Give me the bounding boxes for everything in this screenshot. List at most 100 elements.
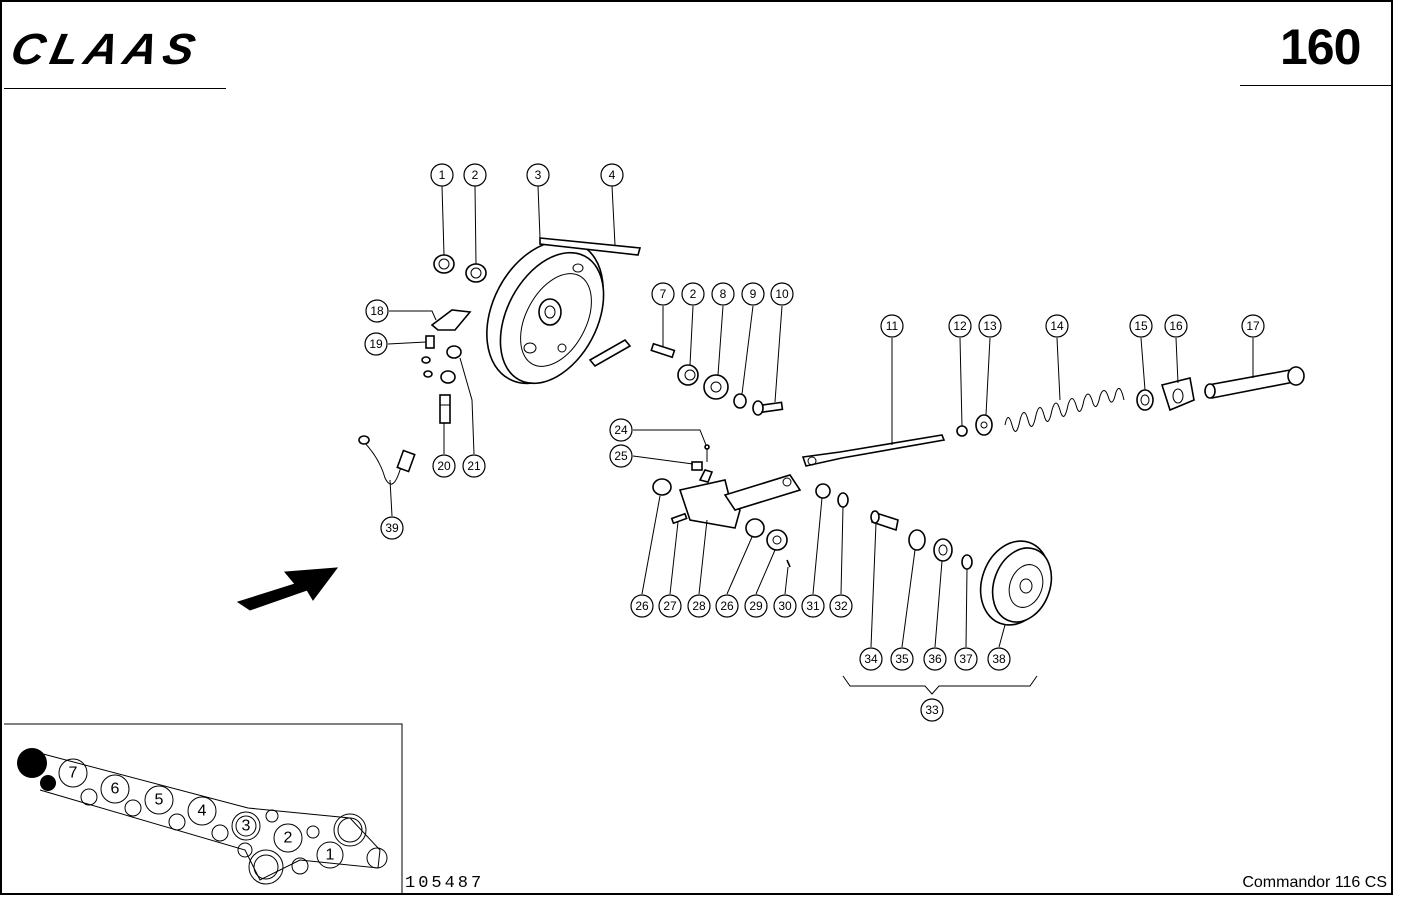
part-spacer-8 [703,374,729,400]
callout-label: 28 [692,599,706,613]
inset-idler [366,847,388,869]
callout-8: 8 [711,282,735,306]
callout-36: 36 [923,647,947,671]
callout-label: 21 [467,459,481,473]
callout-3: 3 [526,163,550,187]
part-bushing-2 [465,263,487,283]
inset-border [4,723,403,895]
callout-14: 14 [1045,314,1069,338]
callout-31: 31 [801,594,825,618]
inset-pulley-main [333,813,367,847]
callout-16: 16 [1164,314,1188,338]
part-bracket-18 [430,309,472,331]
inset-idler [80,788,98,806]
part-bearing-36 [933,538,953,562]
inset-pulley-small [40,775,56,791]
callout-label: 16 [1169,319,1183,333]
part-pulley-3 [486,239,605,385]
part-screw-19 [421,335,435,378]
callout-label: 31 [806,599,820,613]
part-tensioner-arm-28 [678,469,802,529]
part-plate-16 [1160,377,1195,412]
part-bushing-2b [677,364,699,386]
callout-13: 13 [978,314,1002,338]
callout-label: 37 [959,652,973,666]
part-spring-14 [1004,387,1125,432]
inset-label-2: 2 [284,830,293,847]
callout-label: 18 [370,304,384,318]
part-washer-32 [837,492,849,508]
callout-25: 25 [609,444,633,468]
callout-2b: 2 [681,282,705,306]
callout-27: 27 [658,594,682,618]
part-washer-9 [733,393,747,409]
callout-1: 1 [430,163,454,187]
logo-underline [4,88,226,89]
inset-pulley-5 [144,785,174,815]
callout-label: 3 [535,168,542,182]
inset-pulley-drive [17,748,47,778]
callout-label: 13 [983,319,997,333]
callout-label: 27 [663,599,677,613]
inset-idler [291,857,309,875]
callout-label: 10 [775,287,789,301]
inset-label-1: 1 [326,847,335,864]
part-bushing-26b [745,518,765,538]
locator-inset: 7 6 5 4 3 2 1 [4,723,403,895]
callout-38: 38 [987,647,1011,671]
callout-label: 26 [720,599,734,613]
callout-label: 8 [720,287,727,301]
callout-label: 35 [895,652,909,666]
inset-pulley-lower [248,849,284,885]
callout-32: 32 [829,594,853,618]
callout-34: 34 [859,647,883,671]
inset-pulley-6 [100,774,130,804]
callout-18: 18 [365,299,389,323]
part-idler-pulley-38 [979,540,1053,626]
inset-label-7: 7 [69,765,78,782]
part-pin-17 [1204,366,1305,399]
part-sensor-20 [439,394,451,424]
part-tension-rod-11 [801,434,946,467]
inset-label-3: 3 [242,818,251,835]
callout-7: 7 [651,282,675,306]
direction-arrow-icon [236,567,339,611]
model-name: Commandor 116 CS [1242,874,1387,891]
callout-label: 14 [1050,319,1064,333]
part-grease-nipple-24 [704,444,710,462]
callout-11: 11 [880,314,904,338]
inset-label-4: 4 [198,803,207,820]
callout-label: 2 [690,287,697,301]
callout-35: 35 [890,647,914,671]
callout-9: 9 [741,282,765,306]
part-ring-35 [908,529,926,551]
callout-10: 10 [770,282,794,306]
part-pin-27 [670,512,688,525]
part-circlip-37 [961,554,973,570]
page-number: 160 [1280,19,1361,75]
inset-idler [265,809,279,823]
inset-pulley-1 [316,841,344,869]
callout-26a: 26 [630,594,654,618]
callout-label: 34 [864,652,878,666]
inset-label-5: 5 [155,792,164,809]
leader-lines [387,185,1254,648]
callout-label: 39 [385,521,399,535]
callout-label: 2 [472,168,479,182]
inset-pulley-lower-inner [253,854,279,880]
callout-label: 30 [778,599,792,613]
part-pin-7 [650,342,676,359]
callout-30: 30 [773,594,797,618]
callout-label: 4 [609,168,616,182]
part-nut-12 [956,425,968,437]
callout-label: 32 [834,599,848,613]
part-bushing-26a [652,478,672,496]
callout-label: 26 [635,599,649,613]
callout-12: 12 [948,314,972,338]
callout-label: 7 [660,287,667,301]
inset-pulley-4 [187,796,217,826]
inset-idler [306,825,320,839]
callout-label: 15 [1134,319,1148,333]
callout-21: 21 [462,454,486,478]
